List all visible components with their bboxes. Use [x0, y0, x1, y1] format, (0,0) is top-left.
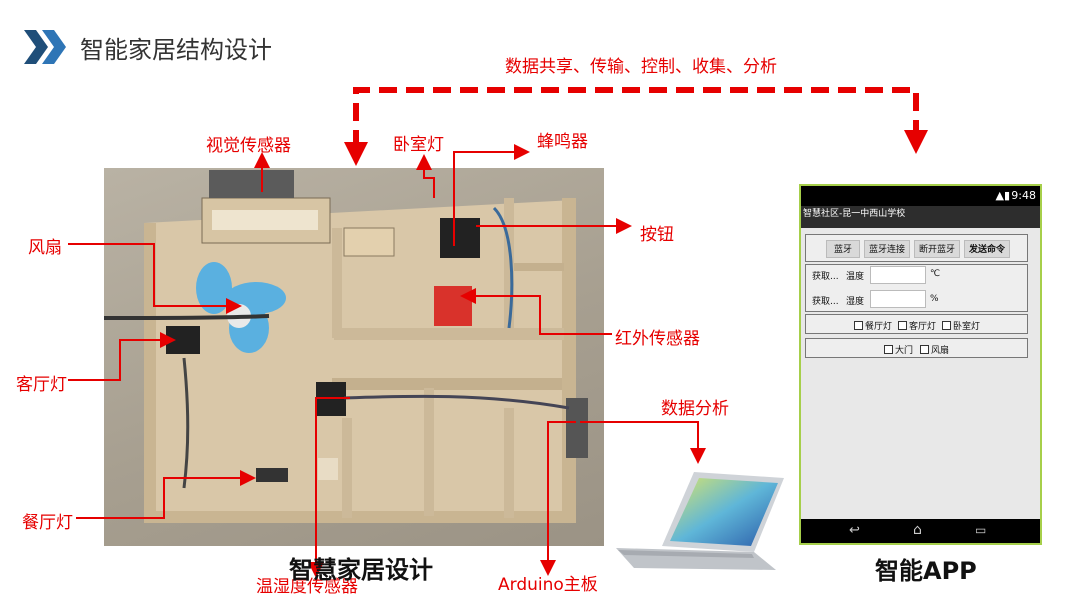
- label-ir-sensor: 红外传感器: [615, 329, 700, 349]
- flow-label: 数据共享、传输、控制、收集、分析: [505, 57, 777, 77]
- send-command-button[interactable]: 发送命令: [964, 240, 1010, 258]
- temperature-label: 温度: [846, 272, 865, 282]
- laptop-image: [604, 460, 796, 588]
- app-title-bar: 智慧社区-昆一中西山学校: [801, 206, 1040, 228]
- bluetooth-button[interactable]: 蓝牙: [826, 240, 860, 258]
- checkbox-fan[interactable]: 风扇: [920, 343, 949, 356]
- chevron-right-icon: [24, 30, 66, 64]
- checkbox-label: 餐厅灯: [865, 322, 893, 332]
- label-button: 按钮: [640, 225, 674, 245]
- get-humidity-button[interactable]: 获取...: [812, 297, 839, 307]
- phone-app-screenshot: ▲▮ 9:48 智慧社区-昆一中西山学校 蓝牙 蓝牙连接 断开蓝牙 发送命令 获…: [799, 184, 1042, 545]
- label-fan: 风扇: [28, 238, 62, 258]
- checkbox-dining-light[interactable]: 餐厅灯: [854, 319, 892, 332]
- checkbox-living-light[interactable]: 客厅灯: [898, 319, 936, 332]
- app-body: 蓝牙 蓝牙连接 断开蓝牙 发送命令 获取... 温度 ℃ 获取... 湿度 % …: [801, 228, 1040, 520]
- lights-panel: 餐厅灯 客厅灯 卧室灯: [805, 314, 1028, 334]
- sensor-panel: 获取... 温度 ℃ 获取... 湿度 %: [805, 264, 1028, 312]
- temperature-unit: ℃: [930, 269, 941, 279]
- back-icon[interactable]: ↩: [849, 523, 860, 538]
- checkbox-label: 风扇: [931, 346, 950, 356]
- checkbox-bedroom-light[interactable]: 卧室灯: [942, 319, 980, 332]
- signal-icon: ▲▮: [995, 189, 1010, 202]
- recent-apps-icon[interactable]: ▭: [975, 523, 987, 537]
- laptop-icon: [616, 472, 784, 570]
- bluetooth-disconnect-button[interactable]: 断开蓝牙: [914, 240, 960, 258]
- smart-home-model-photo: [104, 168, 604, 546]
- humidity-unit: %: [930, 294, 939, 304]
- checkbox-door[interactable]: 大门: [884, 343, 913, 356]
- app-title: 智慧社区-昆一中西山学校: [803, 209, 906, 219]
- checkbox-label: 卧室灯: [953, 322, 981, 332]
- temperature-field: [870, 266, 926, 284]
- page-title: 智能家居结构设计: [80, 36, 272, 64]
- label-temp-humidity-sensor: 温湿度传感器: [256, 577, 358, 597]
- home-icon[interactable]: ⌂: [913, 522, 922, 538]
- bluetooth-panel: 蓝牙 蓝牙连接 断开蓝牙 发送命令: [805, 234, 1028, 262]
- caption-smart-app: 智能APP: [875, 557, 977, 585]
- label-living-room-light: 客厅灯: [16, 375, 67, 395]
- label-dining-light: 餐厅灯: [22, 513, 73, 533]
- label-vision-sensor: 视觉传感器: [206, 136, 291, 156]
- label-bedroom-light: 卧室灯: [393, 135, 444, 155]
- get-temperature-button[interactable]: 获取...: [812, 272, 839, 282]
- nav-bar: ↩ ⌂ ▭: [801, 519, 1040, 543]
- door-fan-panel: 大门 风扇: [805, 338, 1028, 358]
- caption-smart-home-design: 智慧家居设计: [289, 556, 433, 584]
- flow-arrowhead-left: [344, 142, 368, 166]
- humidity-field: [870, 290, 926, 308]
- label-buzzer: 蜂鸣器: [537, 132, 588, 152]
- humidity-label: 湿度: [846, 297, 865, 307]
- bluetooth-connect-button[interactable]: 蓝牙连接: [864, 240, 910, 258]
- label-data-analysis: 数据分析: [661, 399, 729, 419]
- flow-arrowhead-right: [904, 130, 928, 154]
- status-bar: ▲▮ 9:48: [801, 186, 1040, 206]
- label-arduino-board: Arduino主板: [498, 575, 598, 595]
- house-model-drawing: [104, 170, 588, 523]
- checkbox-label: 客厅灯: [909, 322, 937, 332]
- clock: 9:48: [1011, 189, 1036, 202]
- checkbox-label: 大门: [895, 346, 914, 356]
